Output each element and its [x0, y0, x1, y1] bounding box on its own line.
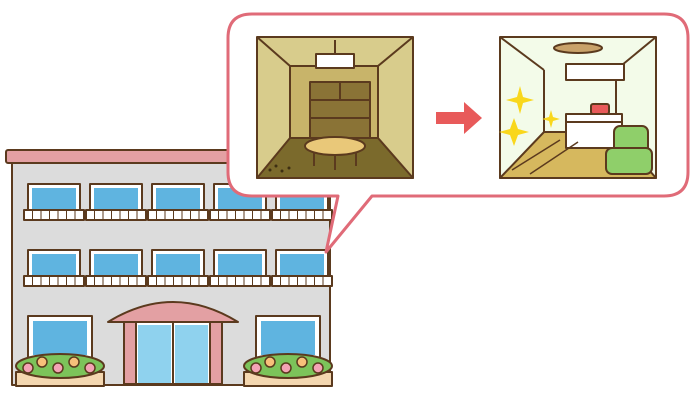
window-row-middle [23, 249, 333, 287]
balcony-window [147, 249, 209, 287]
ground-window-right [255, 315, 321, 361]
balcony-window [147, 183, 209, 221]
old-tatami-room-icon [256, 36, 414, 179]
balcony-window [23, 249, 85, 287]
sparkle-icon [499, 86, 560, 146]
arrow-right-icon [436, 102, 482, 134]
flower-planter-left [15, 353, 105, 387]
entrance-canopy [107, 301, 239, 323]
balcony-window [85, 183, 147, 221]
apartment-building-icon [5, 149, 337, 387]
balcony-window [209, 249, 271, 287]
flower-planter-right [243, 353, 333, 387]
balcony-window [23, 183, 85, 221]
renovated-room-icon [499, 36, 657, 179]
window-row-upper [23, 183, 333, 221]
balcony-window [271, 183, 333, 221]
building-entrance [107, 301, 239, 385]
balcony-window [271, 249, 333, 287]
balcony-window [85, 249, 147, 287]
